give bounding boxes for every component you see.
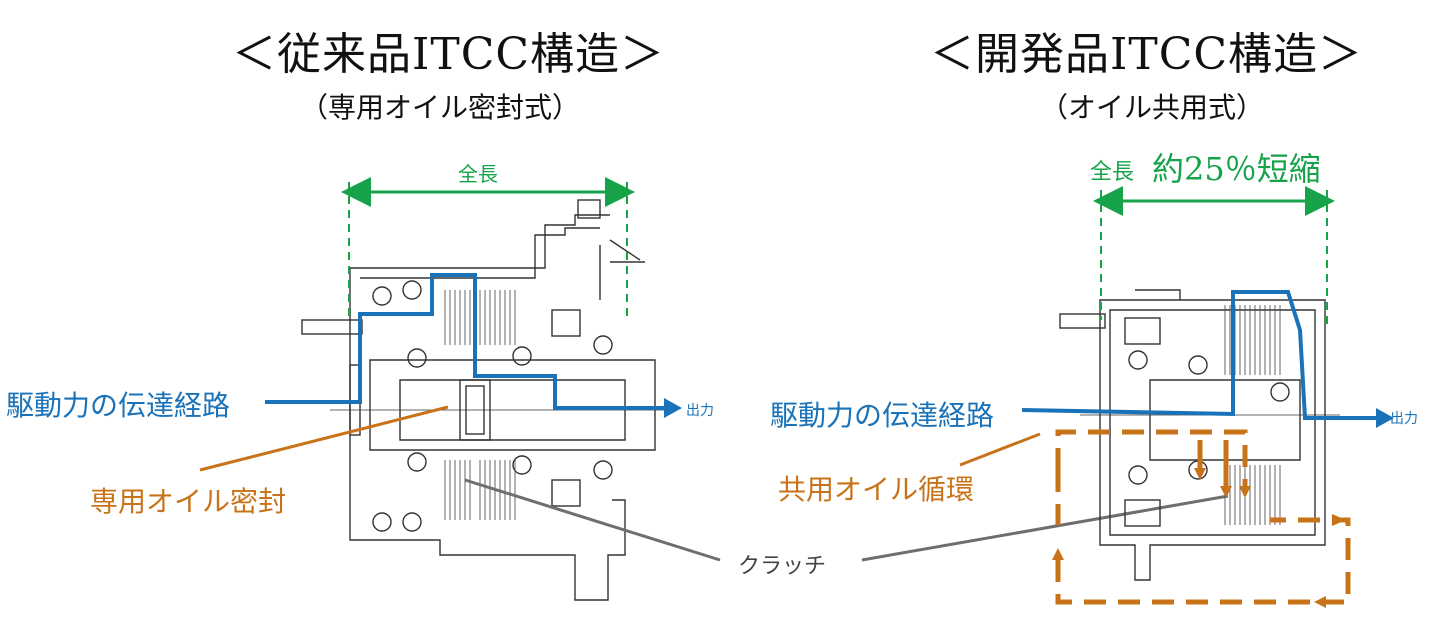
left-drive-path-label: 駆動力の伝達経路 xyxy=(6,389,231,422)
right-drive-path-line xyxy=(1021,290,1380,420)
right-reduction-label: 約25％短縮 xyxy=(1152,150,1321,188)
left-length-label: 全長 xyxy=(458,162,498,186)
left-oil-leader xyxy=(199,405,449,472)
oil-arrowhead-1 xyxy=(1194,468,1206,480)
left-mechanism-drawing xyxy=(301,199,670,601)
right-output-arrowhead xyxy=(1376,408,1394,428)
left-subtitle: （専用オイル密封式） xyxy=(300,91,581,124)
oil-arrowhead-4 xyxy=(1052,548,1064,560)
right-oil-label: 共用オイル循環 xyxy=(778,473,975,506)
left-output-arrowhead xyxy=(664,398,682,418)
right-title: ＜開発品ITCC構造＞ xyxy=(930,29,1364,80)
right-mechanism-drawing xyxy=(1059,289,1340,581)
oil-arrowhead-2 xyxy=(1220,486,1232,498)
right-output-label: 出力 xyxy=(1390,411,1418,427)
left-oil-label: 専用オイル密封 xyxy=(90,485,287,518)
oil-arrowhead-5 xyxy=(1332,514,1346,526)
left-drive-path-line xyxy=(265,273,668,410)
clutch-leader-left xyxy=(464,478,721,562)
left-title: ＜従来品ITCC構造＞ xyxy=(232,29,666,80)
clutch-leader-right xyxy=(861,494,1229,562)
right-oil-leader xyxy=(959,432,1041,467)
oil-arrowhead-6 xyxy=(1314,596,1326,608)
right-drive-path-label: 駆動力の伝達経路 xyxy=(770,399,995,432)
left-output-label: 出力 xyxy=(686,403,714,419)
clutch-label: クラッチ xyxy=(738,554,827,579)
oil-arrowhead-3 xyxy=(1239,486,1251,498)
oil-circulation-loop xyxy=(1055,429,1351,605)
right-subtitle: （オイル共用式） xyxy=(1040,91,1265,124)
right-length-label: 全長 xyxy=(1090,160,1135,185)
